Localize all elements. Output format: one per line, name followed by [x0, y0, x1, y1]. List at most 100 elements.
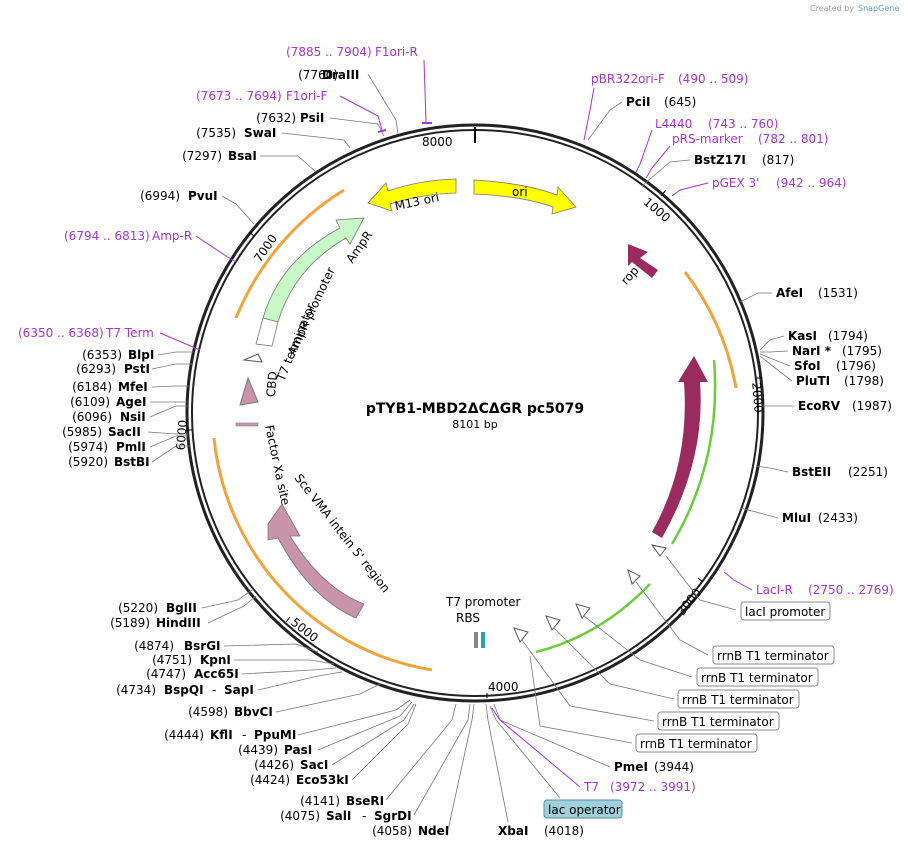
- t7-green-track: [535, 583, 651, 654]
- primer-pgex-3[interactable]: pGEX 3': [712, 176, 759, 190]
- site-pos: (2251): [848, 465, 888, 479]
- site-kpni[interactable]: KpnI: [200, 653, 231, 667]
- rrnb-box-1[interactable]: [712, 645, 835, 665]
- site-ecorv[interactable]: EcoRV: [798, 399, 841, 413]
- site-hindiii[interactable]: HindIII: [156, 616, 201, 630]
- site-pmli[interactable]: PmlI: [116, 440, 146, 454]
- site-pos: (1794): [828, 329, 868, 343]
- factor-xa-mark[interactable]: [235, 422, 259, 427]
- leader: [723, 571, 753, 591]
- site-pos: (1531): [818, 286, 858, 300]
- site-nsii[interactable]: NsiI: [120, 410, 146, 424]
- site-bbvci[interactable]: BbvCI: [234, 705, 273, 719]
- laci-promoter-arrow[interactable]: [650, 544, 667, 557]
- leader: [413, 703, 471, 816]
- site-pluti[interactable]: PluTI: [796, 374, 830, 388]
- site-blpi[interactable]: BlpI: [128, 348, 154, 362]
- t7-promoter-mark[interactable]: [474, 632, 478, 648]
- leader: [553, 627, 675, 700]
- rbs-label: RBS: [456, 611, 480, 625]
- primer-f1ori-r[interactable]: F1ori-R: [375, 45, 418, 59]
- site-separator: -: [362, 809, 366, 823]
- site-kasi[interactable]: KasI: [788, 329, 817, 343]
- site-psii[interactable]: PsiI: [300, 111, 324, 125]
- primer-pbr322ori-f[interactable]: pBR322ori-F: [591, 72, 665, 86]
- laci-arrow[interactable]: [652, 356, 708, 538]
- t7-terminator-arrow[interactable]: [242, 353, 263, 363]
- rrnb-box-5[interactable]: [635, 733, 758, 753]
- rrnb-arrow-1[interactable]: [627, 569, 641, 585]
- site-pos: (2433): [818, 511, 858, 525]
- site-swai[interactable]: SwaI: [244, 126, 276, 140]
- site-mlui[interactable]: MluI: [782, 511, 811, 525]
- site-pos: (645): [664, 95, 696, 109]
- leader: [385, 703, 457, 801]
- rop-arrow[interactable]: [628, 244, 658, 278]
- site-bsteii[interactable]: BstEII: [792, 465, 831, 479]
- site-pmei[interactable]: PmeI: [614, 760, 648, 774]
- site-eco53ki[interactable]: Eco53kI: [296, 773, 349, 787]
- site-bglii[interactable]: BglII: [166, 601, 197, 615]
- rrnb-arrow-4[interactable]: [513, 627, 529, 643]
- site-agei[interactable]: AgeI: [116, 395, 146, 409]
- leader: [521, 639, 655, 722]
- site-draiii[interactable]: DraIII: [322, 68, 359, 82]
- primer-prs-marker[interactable]: pRS-marker: [672, 132, 743, 146]
- primer-f1ori-f[interactable]: F1ori-F: [286, 89, 327, 103]
- rrnb-box-3[interactable]: [677, 689, 800, 709]
- leader: [759, 355, 793, 382]
- site-pcii[interactable]: PciI: [626, 95, 651, 109]
- primer-amp-r[interactable]: Amp-R: [152, 229, 192, 243]
- site-pvui[interactable]: PvuI: [188, 189, 218, 203]
- site-nari[interactable]: NarI *: [792, 344, 832, 358]
- rrnb-arrow-3[interactable]: [545, 615, 561, 631]
- site-sfoi[interactable]: SfoI: [794, 359, 821, 373]
- ori-arrow[interactable]: [473, 179, 577, 215]
- site-separator: -: [212, 683, 216, 697]
- primer-l4440[interactable]: L4440: [655, 117, 692, 131]
- lac-operator-box[interactable]: [543, 799, 623, 819]
- site-saci[interactable]: SacI: [300, 758, 328, 772]
- site-acc65i[interactable]: Acc65I: [194, 667, 239, 681]
- site-bspqi[interactable]: BspQI: [164, 683, 204, 697]
- site-sali[interactable]: SalI: [326, 809, 351, 823]
- site-bsrgi[interactable]: BsrGI: [184, 639, 221, 653]
- primer-t7[interactable]: T7: [583, 780, 599, 794]
- site-sgrdi[interactable]: SgrDI: [374, 809, 412, 823]
- cbd-arrow[interactable]: [239, 376, 259, 406]
- leader: [149, 405, 188, 418]
- rrnb-label-1: rrnB T1 terminator: [717, 649, 829, 663]
- rrnb-box-4[interactable]: [657, 711, 780, 731]
- site-pos: (7760): [298, 68, 338, 82]
- sce-vma-arrow[interactable]: [267, 503, 365, 619]
- site-kfli[interactable]: KflI: [210, 728, 233, 742]
- laci-promoter-box[interactable]: [740, 601, 831, 621]
- site-ppumi[interactable]: PpuMI: [254, 728, 296, 742]
- rrnb-arrow-2[interactable]: [575, 603, 591, 619]
- boxed-labels: lacI promoter rrnB T1 terminator rrnB T1…: [489, 555, 835, 819]
- rop-orange-track: [683, 271, 738, 389]
- site-mfei[interactable]: MfeI: [118, 380, 148, 394]
- ampr-arrow[interactable]: [262, 217, 365, 323]
- site-sapi[interactable]: SapI: [224, 683, 254, 697]
- rbs-mark[interactable]: [481, 632, 485, 648]
- primer-t7-term[interactable]: T7 Term: [105, 326, 154, 340]
- leader: [151, 363, 192, 370]
- tick-3000: 3000: [674, 585, 704, 618]
- site-bstz17i[interactable]: BstZ17I: [694, 153, 746, 167]
- leader: [423, 59, 427, 123]
- m13-ori-arrow[interactable]: [367, 178, 457, 212]
- site-pasi[interactable]: PasI: [284, 743, 312, 757]
- ampr-promoter-arrow[interactable]: [255, 317, 279, 347]
- site-bseri[interactable]: BseRI: [346, 794, 384, 808]
- site-bsai[interactable]: BsaI: [228, 149, 257, 163]
- site-bstbi[interactable]: BstBI: [114, 455, 150, 469]
- site-sacii[interactable]: SacII: [108, 425, 141, 439]
- primer-laci-r[interactable]: LacI-R: [756, 583, 793, 597]
- leader: [489, 705, 561, 799]
- site-xbai[interactable]: XbaI: [498, 824, 528, 838]
- site-psti[interactable]: PstI: [124, 362, 150, 376]
- site-ndei[interactable]: NdeI: [418, 824, 449, 838]
- site-afei[interactable]: AfeI: [776, 286, 803, 300]
- rrnb-box-2[interactable]: [696, 667, 819, 687]
